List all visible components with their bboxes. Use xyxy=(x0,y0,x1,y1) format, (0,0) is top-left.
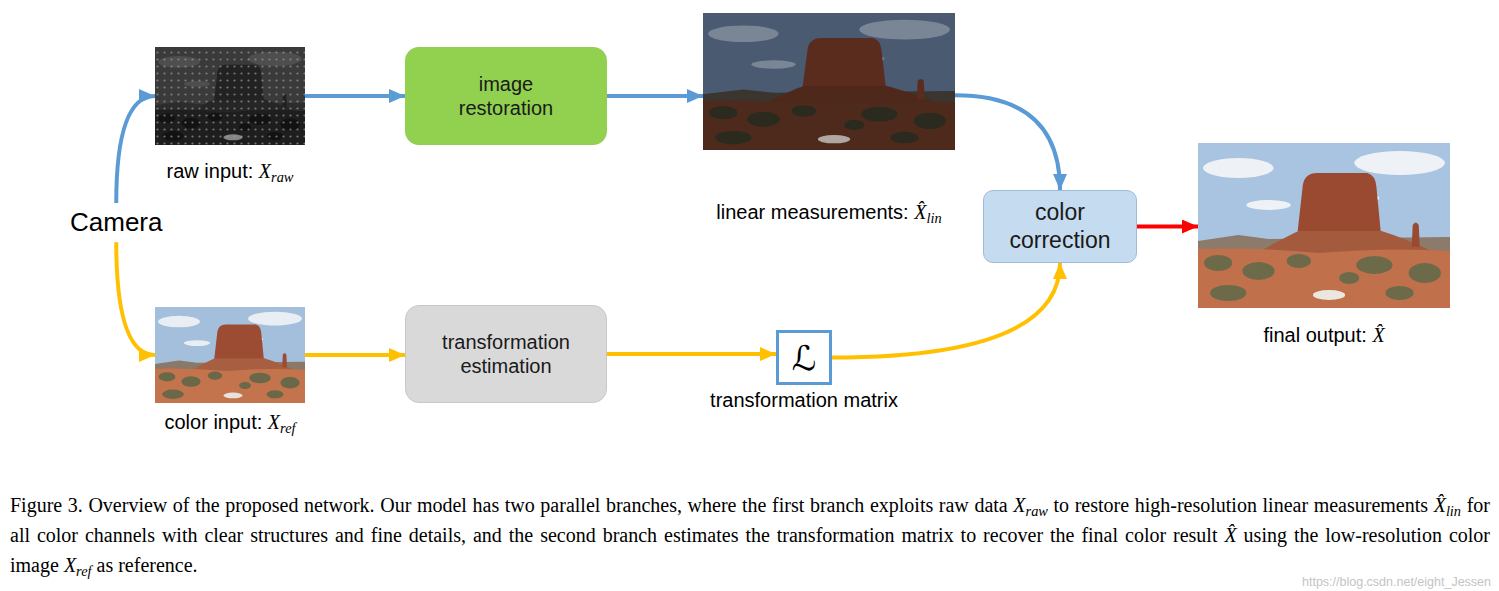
flow-arrow xyxy=(305,94,405,98)
box-label: image restoration xyxy=(436,72,576,120)
math-subscript: raw xyxy=(1026,503,1048,519)
matrix-symbol-box: ℒtransformation matrix xyxy=(776,330,832,385)
math-symbol: X̂ xyxy=(1372,324,1384,346)
process-box: color correction xyxy=(983,190,1137,263)
source-name: Camera xyxy=(70,207,162,238)
math-symbol: X̂lin xyxy=(1434,494,1461,516)
caption-text: raw input: Xraw xyxy=(167,159,294,183)
math-symbol: Xraw xyxy=(259,160,294,182)
math-subscript: raw xyxy=(271,169,293,185)
image-panel: color input: Xref xyxy=(155,307,305,403)
math-symbol: X̂ xyxy=(1224,524,1236,546)
math-symbol: Xref xyxy=(64,554,92,576)
flow-arrow xyxy=(955,95,1060,190)
final-image xyxy=(1198,143,1450,308)
math-symbol: Xraw xyxy=(1013,494,1048,516)
flow-arrow xyxy=(607,352,776,356)
color-input-image xyxy=(155,307,305,403)
flow-arrow xyxy=(116,96,155,203)
flow-arrow xyxy=(1137,225,1198,229)
flow-arrow xyxy=(832,263,1060,358)
caption-text: linear measurements: X̂lin xyxy=(716,200,941,224)
process-box: transformation estimation xyxy=(405,305,607,403)
math-symbol: X̂lin xyxy=(914,201,941,223)
raw-mosaic-pattern xyxy=(155,47,305,145)
box-label: color correction xyxy=(995,199,1125,254)
figure-caption: Figure 3. Overview of the proposed netwo… xyxy=(10,490,1490,580)
linear-image xyxy=(703,13,955,150)
image-panel: linear measurements: X̂lin xyxy=(703,13,955,150)
process-box: image restoration xyxy=(405,47,607,145)
matrix-symbol: ℒ xyxy=(792,341,817,375)
flow-arrow xyxy=(305,353,405,357)
math-symbol: Xref xyxy=(268,411,296,433)
source-label: Camera xyxy=(66,203,166,242)
caption-text: transformation matrix xyxy=(710,388,898,412)
caption-text: color input: Xref xyxy=(164,410,295,434)
flow-arrow xyxy=(116,242,155,355)
box-label: transformation estimation xyxy=(421,330,591,378)
raw-image xyxy=(155,47,305,145)
image-panel: final output: X̂ xyxy=(1198,143,1450,308)
image-panel: raw input: Xraw xyxy=(155,47,305,145)
watermark: https://blog.csdn.net/eight_Jessen xyxy=(1302,575,1491,589)
flow-arrow xyxy=(607,94,703,98)
caption-text: final output: X̂ xyxy=(1263,323,1384,347)
math-subscript: lin xyxy=(1446,503,1461,519)
math-subscript: ref xyxy=(76,563,91,579)
math-subscript: ref xyxy=(280,420,295,436)
math-subscript: lin xyxy=(926,210,941,226)
